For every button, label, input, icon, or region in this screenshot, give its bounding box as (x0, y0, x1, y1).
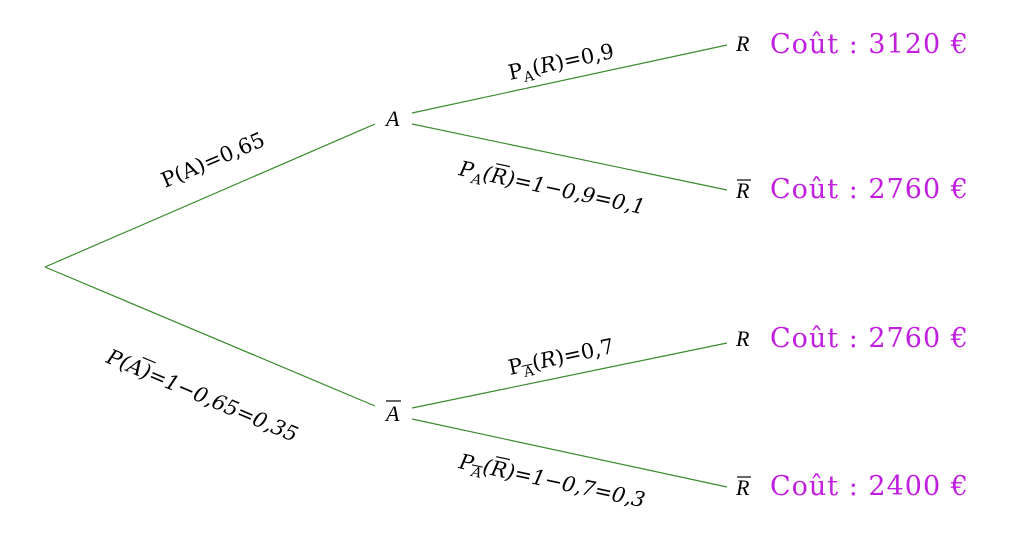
leaf-3: R Coût : 2760 € (735, 323, 969, 354)
overline (496, 163, 511, 168)
overline (496, 456, 511, 461)
leaf-event: R (735, 178, 750, 203)
label-A-Rbar: PA(R)=1−0,9=0,1 (455, 156, 647, 223)
leaf-cost: Coût : 3120 € (770, 29, 969, 60)
leaf-event: R (735, 326, 750, 351)
leaf-cost: Coût : 2760 € (770, 323, 969, 354)
node-Abar: A (384, 400, 401, 426)
node-A: A (384, 106, 400, 131)
svg-text:PA(R)=1−0,7=0,3: PA(R)=1−0,7=0,3 (455, 449, 647, 516)
svg-text:P(A)=1−0,65=0,35: P(A)=1−0,65=0,35 (102, 344, 301, 447)
leaf-cost: Coût : 2760 € (770, 174, 969, 205)
edge-A-Rbar (411, 123, 728, 191)
svg-text:A: A (384, 401, 400, 426)
edge-root-Abar (44, 266, 376, 407)
label-root-A: P(A)=0,65 (158, 127, 269, 192)
overline (142, 356, 156, 364)
overline (521, 363, 533, 367)
svg-text:PA(R)=1−0,9=0,1: PA(R)=1−0,9=0,1 (455, 156, 647, 223)
edge-root-A (44, 123, 376, 268)
svg-text:PA(R)=0,7: PA(R)=0,7 (506, 334, 617, 384)
edge-Abar-R (411, 342, 728, 409)
label-Abar-Rbar: PA(R)=1−0,7=0,3 (455, 449, 647, 516)
leaf-event: R (735, 475, 750, 500)
edge-A-R (411, 44, 728, 114)
label-root-Abar: P(A)=1−0,65=0,35 (102, 344, 301, 447)
label-A-R: PA(R)=0,9 (506, 39, 617, 89)
label-Abar-R: PA(R)=0,7 (506, 334, 617, 384)
overline (471, 464, 483, 468)
leaf-event: R (735, 31, 750, 56)
leaf-1: R Coût : 3120 € (735, 29, 969, 60)
leaf-cost: Coût : 2400 € (770, 471, 969, 502)
edge-Abar-Rbar (411, 418, 728, 488)
leaf-4: R Coût : 2400 € (735, 471, 969, 502)
leaf-2: R Coût : 2760 € (735, 174, 969, 205)
